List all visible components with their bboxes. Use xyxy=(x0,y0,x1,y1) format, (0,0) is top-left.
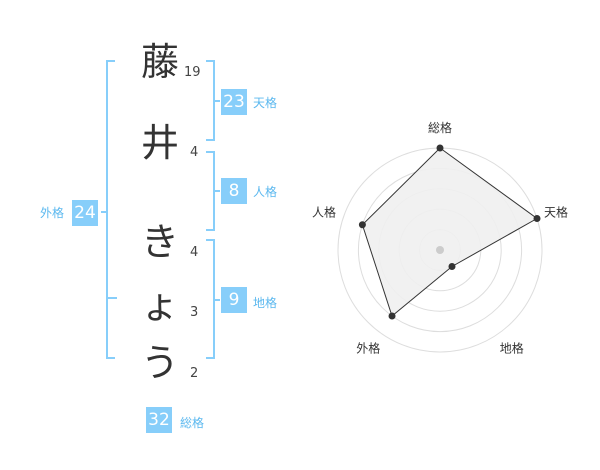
radar-data-points xyxy=(358,144,541,320)
name-char-2: 井 xyxy=(140,121,179,165)
name-char-3: き xyxy=(140,220,179,264)
radar-axis-label-1: 総格 xyxy=(428,120,452,135)
radar-point-1 xyxy=(436,144,444,152)
radar-data-area xyxy=(361,147,538,317)
gaikaku-bracket xyxy=(106,60,115,359)
stroke-count-1: 19 xyxy=(184,65,201,80)
chikaku-score: 9 xyxy=(221,287,247,313)
radar-center-dot xyxy=(436,246,444,254)
radar-point-4 xyxy=(388,312,396,320)
name-char-1: 藤 xyxy=(140,40,179,84)
tenkaku-score: 23 xyxy=(221,89,247,115)
radar-axis-label-2: 天格 xyxy=(544,204,568,219)
tenkaku-label: 天格 xyxy=(253,96,278,110)
stroke-count-3: 4 xyxy=(190,245,199,260)
gaikaku-label: 外格 xyxy=(40,206,65,220)
radar-point-3 xyxy=(448,263,456,271)
soukaku-score: 32 xyxy=(146,407,172,433)
name-char-4: ょ xyxy=(140,283,179,327)
name-char-5: う xyxy=(140,341,179,385)
radar-point-2 xyxy=(533,214,541,222)
stroke-count-4: 3 xyxy=(190,305,199,320)
radar-axis-label-4: 外格 xyxy=(356,341,380,356)
chikaku-label: 地格 xyxy=(253,296,278,310)
stroke-count-2: 4 xyxy=(190,145,199,160)
jinkaku-label: 人格 xyxy=(253,185,278,199)
radar-point-5 xyxy=(358,221,366,229)
soukaku-label: 総格 xyxy=(180,416,205,430)
jinkaku-score: 8 xyxy=(221,178,247,204)
gaikaku-score: 24 xyxy=(72,200,98,226)
radar-axis-label-5: 人格 xyxy=(312,204,336,219)
radar-axis-label-3: 地格 xyxy=(500,341,524,356)
stroke-count-5: 2 xyxy=(190,366,199,381)
